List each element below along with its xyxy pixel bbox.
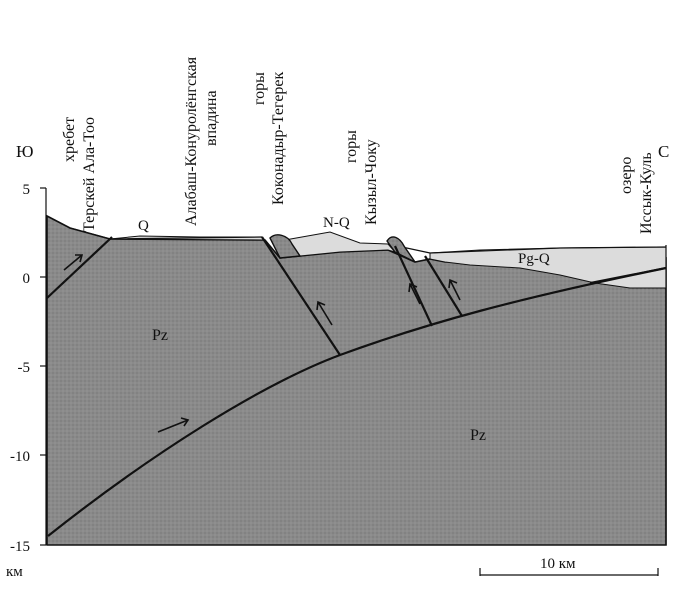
landmark-terskey-line2: Терскей Ала-Тоо [81, 117, 98, 232]
scale-bar: 10 км [479, 556, 659, 576]
landmark-kyzyl-line2: Кызыл-Чоку [363, 139, 380, 225]
arrow-detachment [157, 417, 190, 433]
landmark-kyzyl: горы Кызыл-Чоку [343, 130, 380, 225]
landmark-kyzyl-line1: горы [343, 130, 360, 163]
arrow-terskey [63, 254, 84, 271]
tick-label-0: 0 [23, 271, 31, 287]
unit-pz-upper: Pz [152, 327, 168, 344]
arrow-kyzyl-west [408, 282, 421, 305]
terskey-thrust [46, 236, 113, 299]
surface-line [46, 215, 667, 254]
kyzyl-thrust-east [424, 255, 463, 317]
tick-label-5: 5 [23, 182, 31, 198]
compass-north: С [658, 142, 669, 161]
landmark-issyk-line1: озеро [618, 157, 635, 194]
landmark-issyk-line2: Иссык-Куль [638, 152, 655, 234]
kyzyl-block-tip [386, 236, 416, 263]
unit-q: Q [138, 218, 149, 234]
landmark-alabash: Алабаш-Конуролёнгская впадина [183, 56, 220, 226]
landmark-kokonadyr-line2: Коконадыр-Тегерек [270, 71, 287, 205]
axis-unit: км [6, 564, 23, 580]
scale-bar-label: 10 км [540, 556, 576, 572]
unit-pgq: Pg-Q [518, 251, 550, 267]
landmark-terskey: хребет Терскей Ала-Тоо [61, 117, 98, 232]
arrow-kyzyl-east [448, 278, 461, 301]
tick-label-minus15: -15 [10, 539, 30, 555]
landmark-issyk: озеро Иссык-Куль [618, 152, 655, 234]
tick-label-minus10: -10 [10, 449, 30, 465]
unit-pz-lower: Pz [470, 427, 486, 444]
arrow-kokonadyr [316, 300, 333, 326]
landmark-alabash-line2: впадина [203, 90, 220, 146]
kokonadyr-block-tip [269, 234, 302, 259]
landmark-kokonadyr: горы Коконадыр-Тегерек [251, 71, 287, 205]
compass-south: Ю [16, 142, 33, 161]
lake-thrust [589, 267, 667, 284]
landmark-terskey-line1: хребет [61, 117, 78, 162]
kokonadyr-thrust [261, 236, 341, 356]
tick-label-minus5: -5 [18, 360, 31, 376]
landmark-alabash-line1: Алабаш-Конуролёнгская [183, 56, 200, 226]
unit-nq: N-Q [323, 215, 350, 231]
landmark-kokonadyr-line1: горы [251, 72, 268, 105]
